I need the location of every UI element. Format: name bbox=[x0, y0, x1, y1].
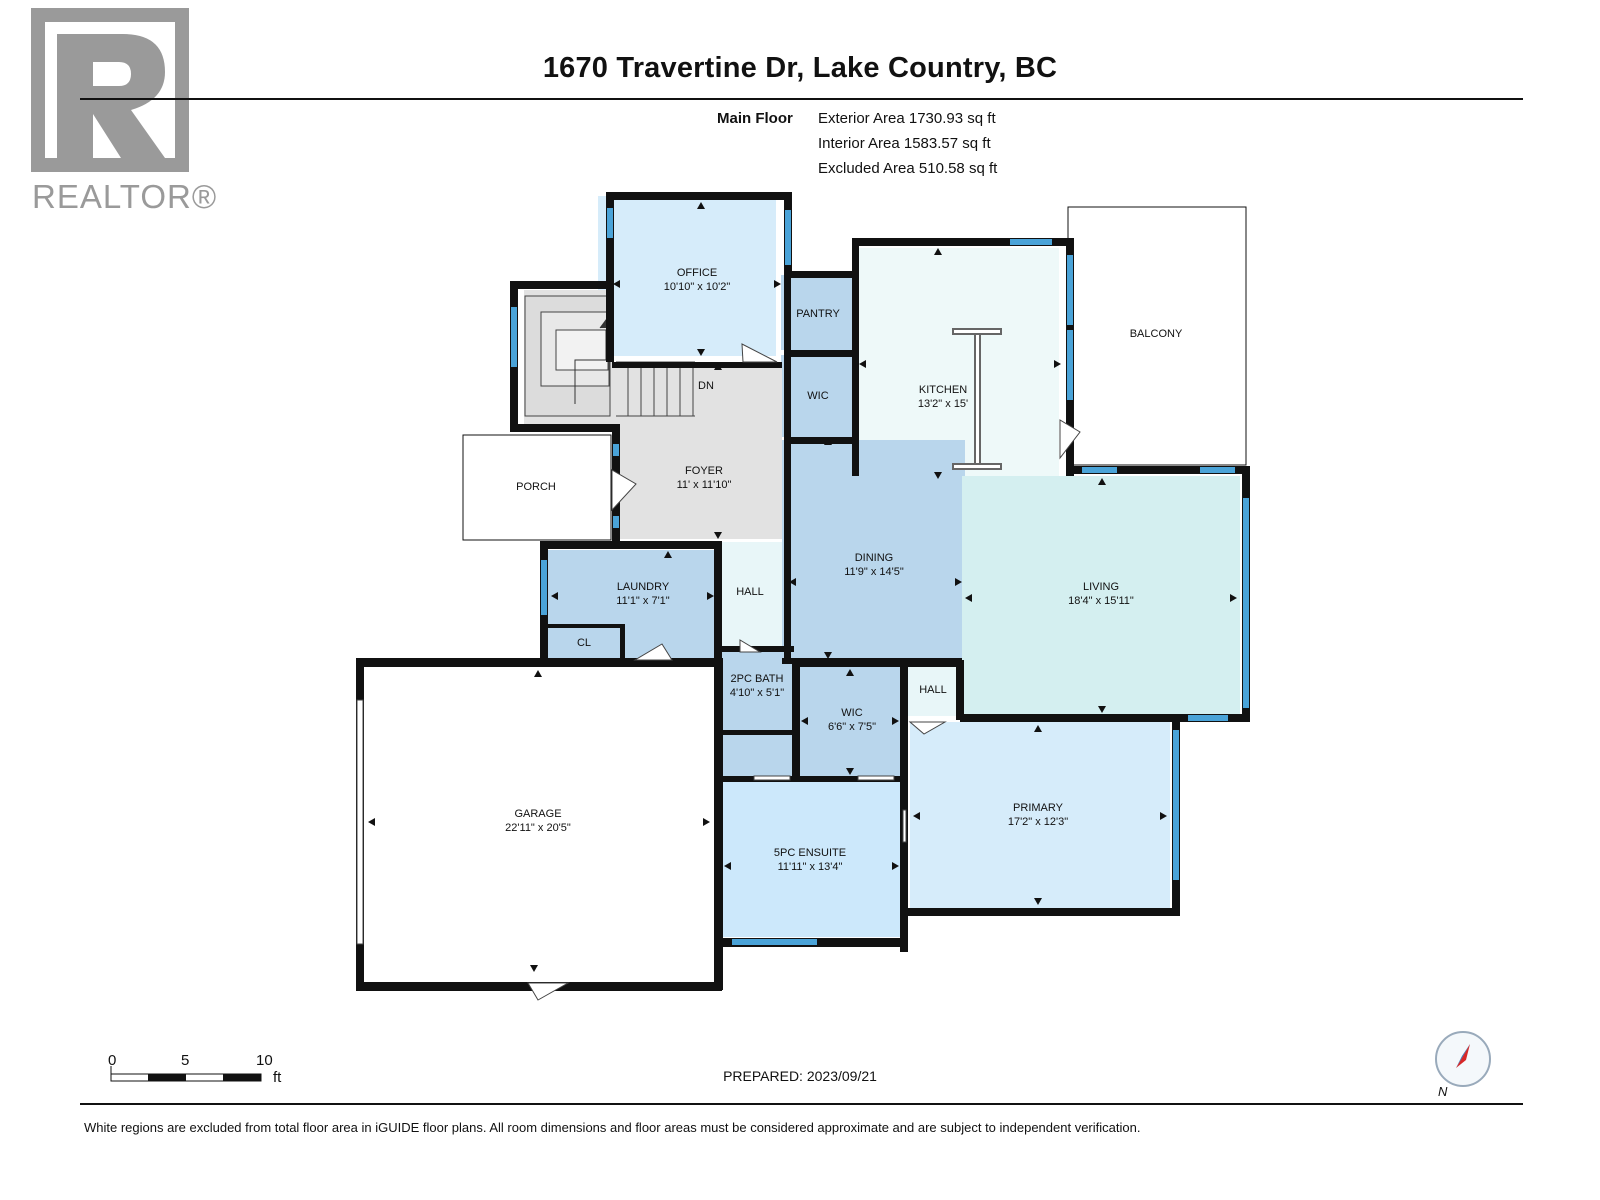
windows bbox=[511, 208, 1249, 945]
porch-fill bbox=[462, 434, 612, 541]
dining-fill bbox=[782, 440, 962, 660]
dimension-arrows bbox=[368, 202, 1237, 972]
ensuite-fill bbox=[722, 782, 900, 937]
hall-right-label: HALL bbox=[919, 684, 947, 696]
page-title: 1670 Travertine Dr, Lake Country, BC bbox=[542, 52, 1058, 84]
excluded-area: Excluded Area 510.58 sq ft bbox=[818, 160, 998, 177]
scale-label-10: 10 bbox=[256, 1052, 273, 1069]
hall-left-label: HALL bbox=[736, 586, 764, 598]
scale-bar bbox=[110, 1066, 262, 1082]
doors bbox=[356, 343, 1081, 1001]
hall-left-fill bbox=[720, 542, 782, 647]
wic-top-fill bbox=[781, 355, 853, 437]
office-fill bbox=[598, 196, 776, 356]
wic-mid-fill bbox=[800, 666, 900, 776]
primary-fill bbox=[910, 722, 1170, 908]
wic-top-label: WIC bbox=[807, 390, 829, 402]
kitchen-fill bbox=[855, 248, 1059, 476]
compass-north-label: N bbox=[1438, 1084, 1448, 1099]
pantry-fill bbox=[781, 275, 853, 350]
staircase bbox=[524, 295, 695, 417]
scale-label-0: 0 bbox=[108, 1052, 117, 1069]
balcony-fill bbox=[1067, 206, 1247, 466]
realtor-wordmark: REALTOR® bbox=[32, 178, 218, 215]
compass-icon bbox=[1435, 1031, 1491, 1087]
bath2-lower-fill bbox=[720, 734, 794, 776]
pantry-label: PANTRY bbox=[796, 308, 840, 320]
bath2-fill bbox=[720, 650, 794, 730]
stairs-dn-label: DN bbox=[698, 380, 714, 392]
closet-label: CL bbox=[576, 637, 592, 649]
interior-area: Interior Area 1583.57 sq ft bbox=[818, 135, 991, 152]
floor-name: Main Floor bbox=[717, 110, 793, 127]
living-fill bbox=[962, 476, 1240, 716]
hall-right-fill bbox=[906, 666, 960, 716]
realtor-r-mark-icon bbox=[31, 8, 189, 172]
kitchen-island bbox=[952, 328, 1002, 470]
dining-notch-fill bbox=[855, 440, 965, 476]
cl-fill bbox=[548, 626, 620, 660]
disclaimer-text: White regions are excluded from total fl… bbox=[84, 1120, 1141, 1135]
scale-label-5: 5 bbox=[181, 1052, 190, 1069]
balcony-label: BALCONY bbox=[1129, 328, 1183, 340]
garage-fill bbox=[364, 665, 713, 975]
foyer-fill bbox=[612, 362, 782, 539]
exterior-area: Exterior Area 1730.93 sq ft bbox=[818, 110, 996, 127]
scale-unit: ft bbox=[273, 1069, 282, 1086]
porch-label: PORCH bbox=[516, 481, 556, 493]
title-divider bbox=[80, 98, 1523, 100]
prepared-date: PREPARED: 2023/09/21 bbox=[723, 1068, 877, 1084]
